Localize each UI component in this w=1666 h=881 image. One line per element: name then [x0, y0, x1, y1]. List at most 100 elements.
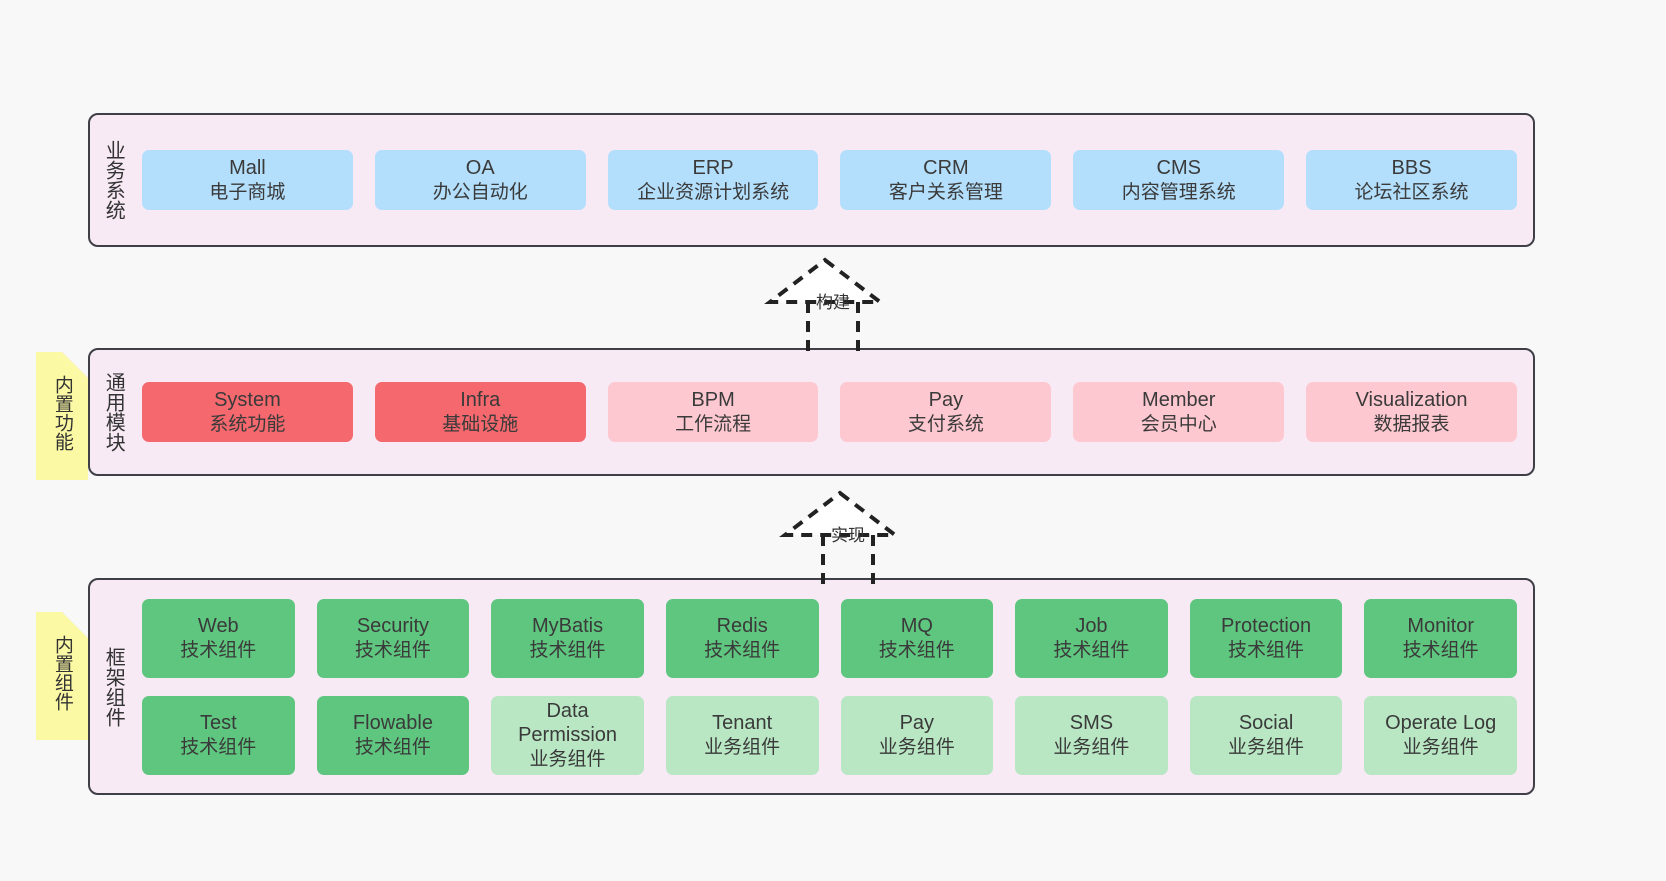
card-sms[interactable]: SMS 业务组件	[1015, 695, 1168, 775]
card-pay[interactable]: Pay 支付系统	[840, 382, 1052, 442]
card-row: Mall 电子商城 OA 办公自动化 ERP 企业资源计划系统 CRM 客户关系…	[142, 150, 1517, 210]
card-test[interactable]: Test 技术组件	[142, 695, 295, 775]
card-title: Visualization	[1355, 389, 1468, 412]
card-subtitle: 技术组件	[529, 639, 606, 661]
card-member[interactable]: Member 会员中心	[1073, 382, 1285, 442]
folded-corner-icon	[62, 352, 88, 378]
card-title: CMS	[1156, 157, 1201, 180]
card-erp[interactable]: ERP 企业资源计划系统	[607, 150, 819, 210]
connector-implement-label: 实现	[831, 526, 865, 545]
card-subtitle: 数据报表	[1373, 413, 1450, 435]
note-text: 内置组件	[51, 635, 73, 711]
card-subtitle: 电子商城	[209, 181, 286, 203]
card-subtitle: 论坛社区系统	[1354, 181, 1469, 203]
card-cms[interactable]: CMS 内容管理系统	[1073, 150, 1285, 210]
card-data-permission[interactable]: Data Permission 业务组件	[491, 695, 644, 775]
card-title: Web	[197, 615, 239, 638]
card-row: Test 技术组件 Flowable 技术组件 Data Permission …	[142, 695, 1517, 775]
card-system[interactable]: System 系统功能	[142, 382, 353, 442]
card-title: Member	[1142, 389, 1216, 412]
card-title: Social	[1238, 712, 1294, 735]
card-title: SMS	[1069, 712, 1114, 735]
card-web[interactable]: Web 技术组件	[142, 598, 295, 678]
note-text: 内置功能	[51, 375, 73, 451]
card-infra[interactable]: Infra 基础设施	[374, 382, 586, 442]
card-monitor[interactable]: Monitor 技术组件	[1364, 598, 1517, 678]
card-title: System	[214, 389, 281, 412]
card-subtitle: 技术组件	[180, 639, 257, 661]
card-operate-log[interactable]: Operate Log 业务组件	[1364, 695, 1517, 775]
card-job[interactable]: Job 技术组件	[1015, 598, 1168, 678]
card-flowable[interactable]: Flowable 技术组件	[316, 695, 470, 775]
card-bbs[interactable]: BBS 论坛社区系统	[1306, 150, 1517, 210]
card-mall[interactable]: Mall 电子商城	[142, 150, 353, 210]
card-title: CRM	[923, 157, 969, 180]
card-tenant[interactable]: Tenant 业务组件	[665, 695, 819, 775]
card-subtitle: 业务组件	[878, 736, 955, 758]
card-redis[interactable]: Redis 技术组件	[665, 598, 819, 678]
connector-implement: 实现	[755, 485, 955, 585]
card-subtitle: 会员中心	[1140, 413, 1217, 435]
card-title: Tenant	[712, 712, 773, 735]
layer-framework-component: 框架组件 Web 技术组件 Security 技术组件 MyBatis 技术组件…	[88, 578, 1535, 795]
card-row: System 系统功能 Infra 基础设施 BPM 工作流程 Pay 支付系统…	[142, 382, 1517, 442]
layer-business-system-label: 业务系统	[102, 140, 125, 220]
folded-corner-icon	[62, 612, 88, 638]
card-subtitle: 技术组件	[1053, 639, 1130, 661]
card-subtitle: 客户关系管理	[888, 181, 1003, 203]
card-subtitle: 技术组件	[704, 639, 781, 661]
card-subtitle: 业务组件	[529, 748, 606, 770]
card-title: Flowable	[352, 712, 433, 735]
card-title: Protection	[1221, 615, 1312, 638]
card-subtitle: 业务组件	[1053, 736, 1130, 758]
card-social[interactable]: Social 业务组件	[1189, 695, 1343, 775]
card-crm[interactable]: CRM 客户关系管理	[840, 150, 1052, 210]
card-subtitle: 系统功能	[209, 413, 286, 435]
card-title: Pay	[899, 712, 935, 735]
card-oa[interactable]: OA 办公自动化	[374, 150, 586, 210]
card-title: OA	[465, 157, 495, 180]
card-title: Redis	[716, 615, 768, 638]
card-title: Data Permission	[518, 700, 618, 747]
card-bpm[interactable]: BPM 工作流程	[607, 382, 819, 442]
layer-framework-component-body: Web 技术组件 Security 技术组件 MyBatis 技术组件 Redi…	[136, 580, 1533, 793]
card-subtitle: 办公自动化	[432, 181, 528, 203]
card-title: Job	[1075, 615, 1108, 638]
card-subtitle: 业务组件	[1228, 736, 1305, 758]
layer-common-module: 通用模块 System 系统功能 Infra 基础设施 BPM 工作流程 Pay…	[88, 348, 1535, 476]
card-subtitle: 技术组件	[1402, 639, 1479, 661]
card-mybatis[interactable]: MyBatis 技术组件	[491, 598, 644, 678]
card-title: Test	[199, 712, 237, 735]
card-subtitle: 技术组件	[878, 639, 955, 661]
card-title: BBS	[1391, 157, 1432, 180]
card-subtitle: 业务组件	[704, 736, 781, 758]
generalization-arrow-icon	[779, 490, 901, 585]
card-subtitle: 内容管理系统	[1121, 181, 1236, 203]
layer-common-module-label: 通用模块	[102, 372, 125, 452]
card-subtitle: 技术组件	[1228, 639, 1305, 661]
card-subtitle: 技术组件	[354, 639, 431, 661]
card-security[interactable]: Security 技术组件	[316, 598, 470, 678]
card-title: Mall	[229, 157, 266, 180]
card-protection[interactable]: Protection 技术组件	[1189, 598, 1343, 678]
layer-business-system: 业务系统 Mall 电子商城 OA 办公自动化 ERP 企业资源计划系统 CRM…	[88, 113, 1535, 247]
card-subtitle: 技术组件	[180, 736, 257, 758]
card-subtitle: 基础设施	[442, 413, 519, 435]
card-subtitle: 业务组件	[1402, 736, 1479, 758]
card-visualization[interactable]: Visualization 数据报表	[1306, 382, 1517, 442]
card-subtitle: 支付系统	[907, 413, 984, 435]
card-row: Web 技术组件 Security 技术组件 MyBatis 技术组件 Redi…	[142, 598, 1517, 678]
card-title: Security	[356, 615, 430, 638]
card-subtitle: 技术组件	[354, 736, 431, 758]
card-pay-business[interactable]: Pay 业务组件	[840, 695, 994, 775]
connector-build: 构建	[740, 252, 940, 352]
card-title: MQ	[900, 615, 933, 638]
card-mq[interactable]: MQ 技术组件	[840, 598, 994, 678]
card-title: Pay	[928, 389, 964, 412]
layer-framework-component-label: 框架组件	[102, 646, 125, 727]
generalization-arrow-icon	[764, 257, 886, 352]
card-title: Operate Log	[1385, 712, 1497, 735]
connector-build-label: 构建	[816, 293, 850, 312]
note-builtin-features: 内置功能	[36, 352, 88, 480]
